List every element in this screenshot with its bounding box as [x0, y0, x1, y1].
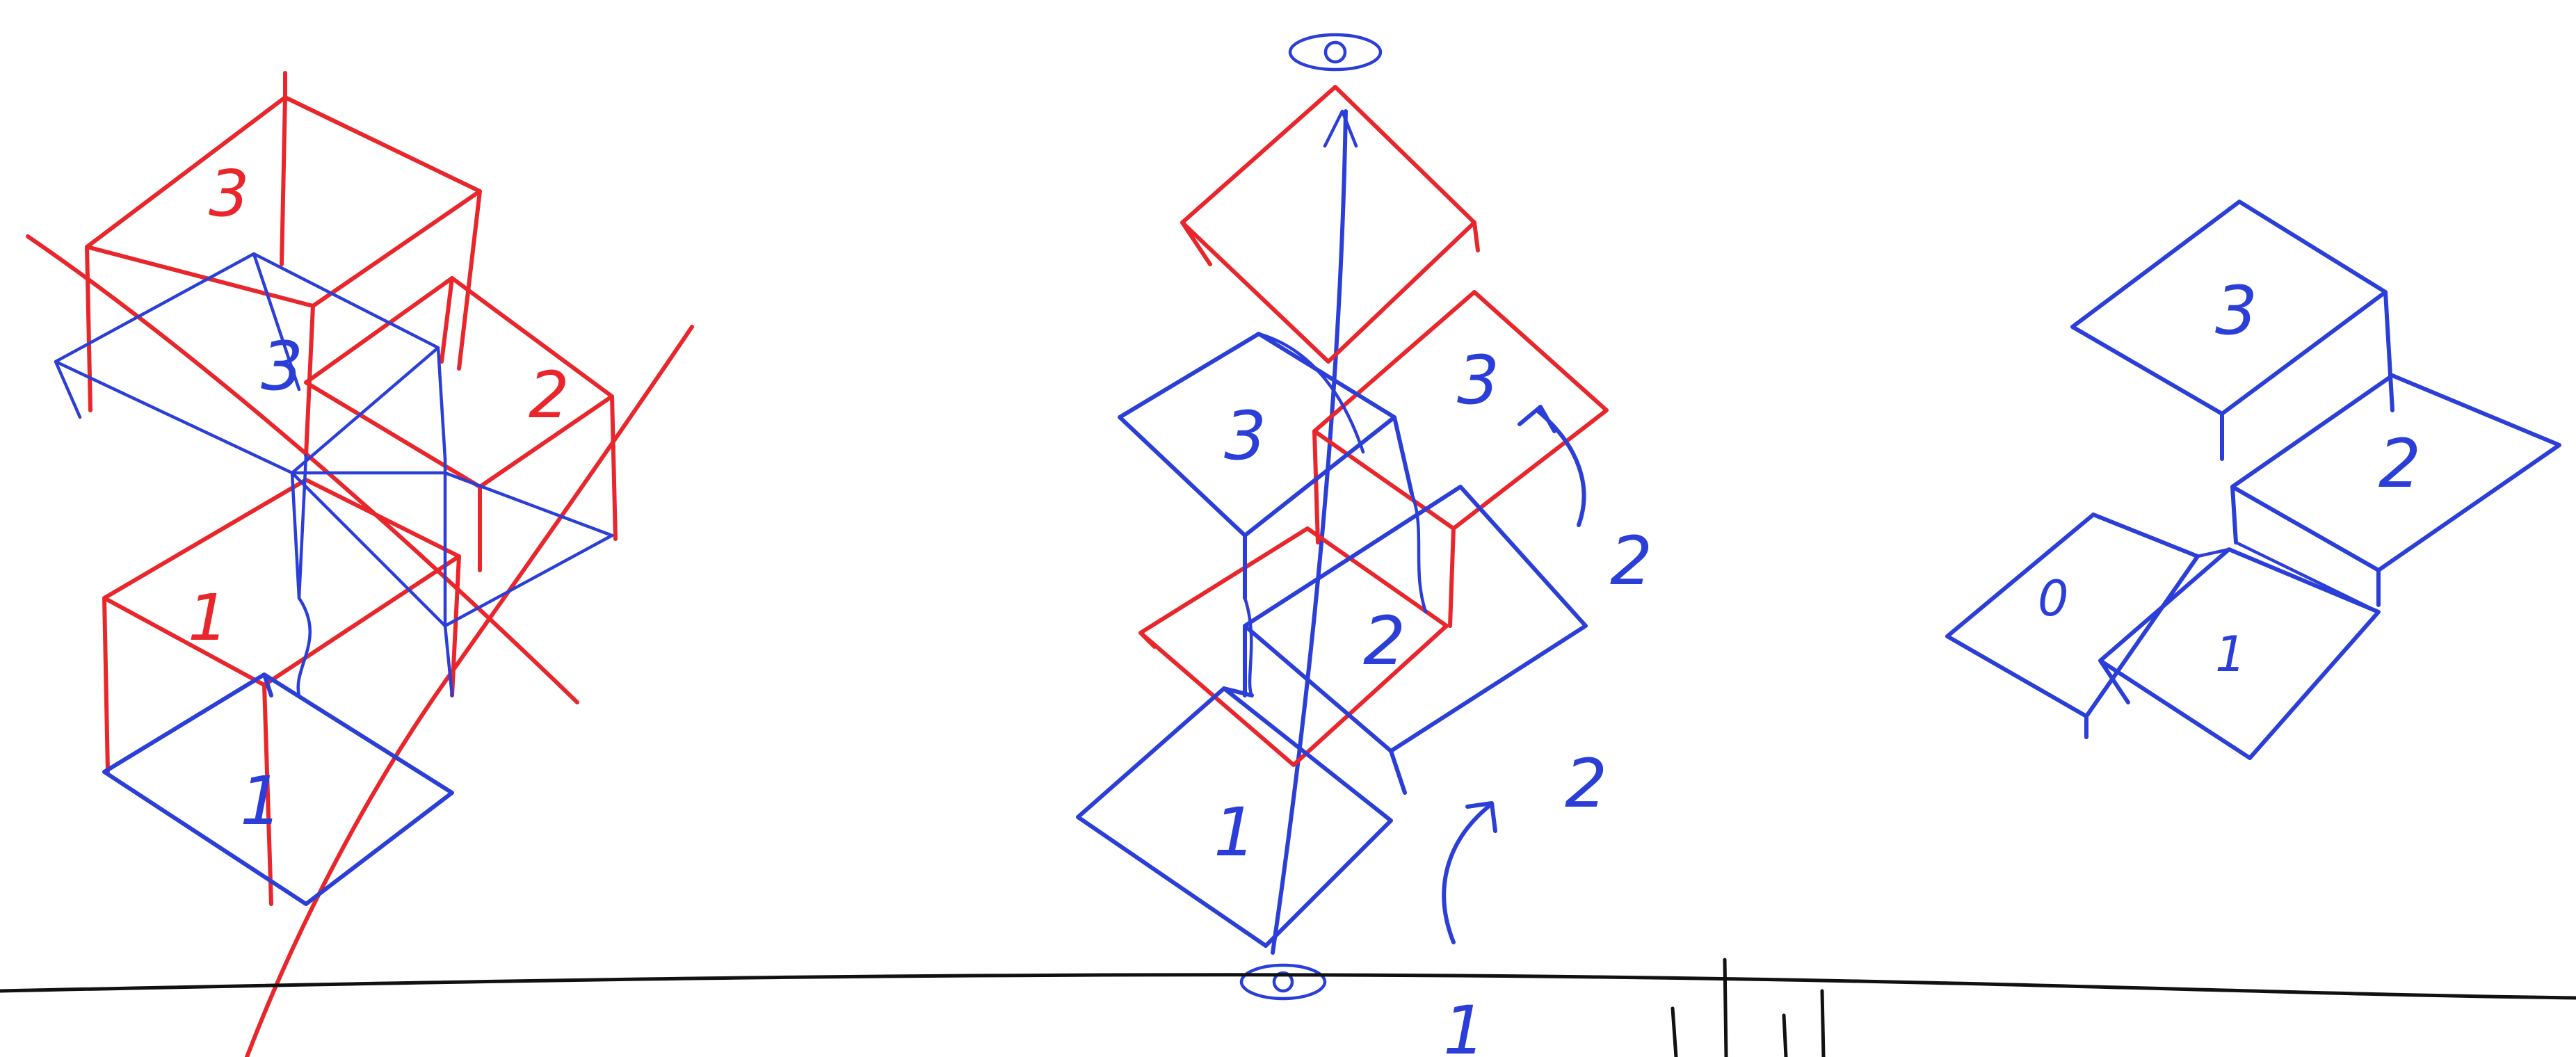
eye-icon	[1241, 965, 1325, 999]
ground-line	[0, 975, 2576, 998]
left-diagonal-red-line	[247, 327, 692, 1057]
rotate-arrow-lower	[1444, 803, 1495, 942]
left-red-label-1: 1	[188, 581, 229, 655]
right-label-1: 1	[2215, 626, 2246, 683]
left-crossing-red-line	[28, 236, 577, 702]
ground-tick-marks	[1673, 960, 1824, 1057]
sight-arrow-up	[1325, 111, 1356, 146]
middle-blue-label-3: 3	[1224, 397, 1266, 475]
right-label-0: 0	[2038, 570, 2069, 627]
eye-icon	[1290, 35, 1380, 70]
middle-sketch: 3 2 1 3 2 2 1	[1078, 35, 1652, 1057]
right-sketch: 3 2 0 1	[1947, 202, 2559, 758]
left-blue-label-1: 1	[240, 762, 282, 840]
left-sketch: 3 2 1 3 1	[28, 73, 692, 1057]
left-blue-inner-lines	[298, 455, 445, 695]
left-red-label-3: 3	[209, 156, 250, 231]
annotation-1-bottom: 1	[1443, 992, 1486, 1057]
left-blue-cube-top	[56, 254, 445, 473]
ground-line-group	[0, 960, 2576, 1057]
rotate-arrow-upper	[1520, 407, 1584, 525]
left-red-label-2: 2	[529, 358, 570, 433]
right-label-2: 2	[2378, 425, 2421, 503]
middle-blue-label-2: 2	[1363, 602, 1406, 680]
annotation-2-lower: 2	[1565, 745, 1607, 823]
middle-blue-label-1: 1	[1214, 793, 1256, 871]
right-diamond-0	[1947, 515, 2198, 737]
left-blue-label-3: 3	[261, 328, 303, 405]
right-label-3: 3	[2215, 272, 2257, 350]
middle-red-diamond-top	[1182, 87, 1478, 362]
middle-red-label-3: 3	[1457, 341, 1499, 419]
annotation-2-upper: 2	[1610, 522, 1652, 600]
